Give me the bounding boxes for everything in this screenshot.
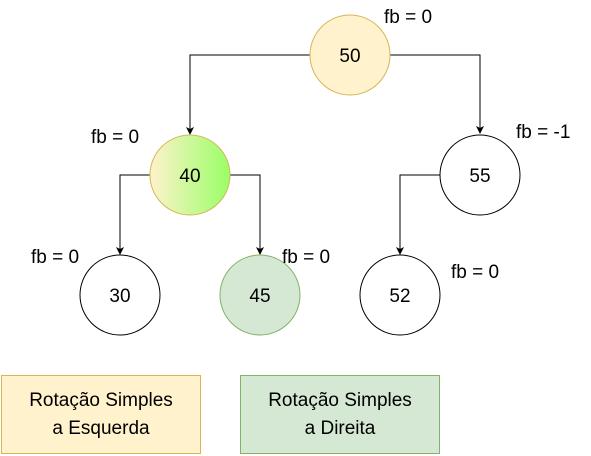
node-circle [309, 14, 391, 96]
legend-left-rotation: Rotação Simples a Esquerda [1, 375, 201, 454]
node-value: 30 [109, 286, 130, 307]
node-circle [149, 134, 231, 216]
balance-factor-label: fb = 0 [384, 7, 432, 28]
legend-left-line2: a Esquerda [52, 417, 150, 439]
edge-55-52 [396, 174, 440, 255]
legend-right-line2: a Direita [304, 417, 376, 439]
node-40[interactable]: 40 [149, 134, 231, 216]
node-55[interactable]: 55 [439, 134, 521, 216]
node-value: 52 [389, 286, 410, 307]
balance-factor-label: fb = 0 [31, 247, 79, 268]
node-circle [359, 254, 441, 336]
balance-factor-label: fb = 0 [282, 247, 330, 268]
balance-factor-label: fb = -1 [516, 122, 570, 143]
node-50[interactable]: 50 [309, 14, 391, 96]
node-circle [79, 254, 161, 336]
edge-40-45 [230, 174, 264, 255]
edge-50-55 [390, 54, 484, 134]
node-value: 45 [249, 286, 270, 307]
node-circle [219, 254, 301, 336]
balance-factor-label: fb = 0 [451, 262, 499, 283]
node-30[interactable]: 30 [79, 254, 161, 336]
legend-right-line1: Rotação Simples [268, 389, 412, 411]
node-value: 55 [469, 166, 490, 187]
edge-50-40 [186, 54, 310, 135]
node-circle [439, 134, 521, 216]
node-45[interactable]: 45 [219, 254, 301, 336]
node-52[interactable]: 52 [359, 254, 441, 336]
node-value: 50 [339, 46, 360, 67]
edges [116, 54, 484, 255]
node-value: 40 [179, 166, 200, 187]
edge-40-30 [116, 174, 150, 255]
legend-left-line1: Rotação Simples [29, 389, 173, 411]
legend-right-rotation: Rotação Simples a Direita [240, 375, 440, 454]
balance-factor-label: fb = 0 [91, 127, 139, 148]
